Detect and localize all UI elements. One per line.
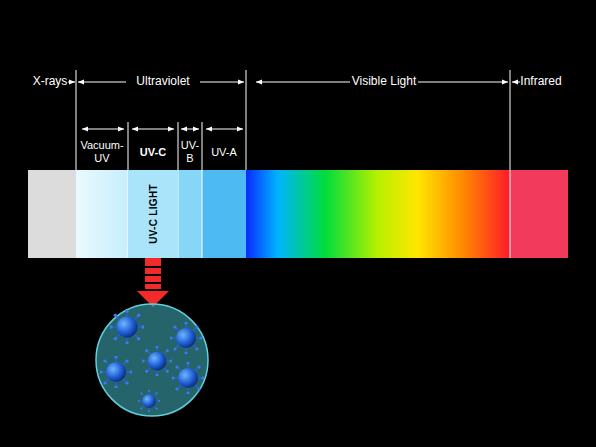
range-label: Ultraviolet — [126, 75, 200, 89]
virus-group — [99, 309, 204, 412]
band-name: Vacuum-UV — [79, 139, 125, 164]
band-name: UV-C — [130, 146, 176, 159]
vacuum-uv-band — [76, 170, 128, 258]
uvc-band: UV-C LIGHT — [128, 170, 178, 258]
range-label: Infrared — [516, 75, 566, 89]
band-name: UV-B — [179, 139, 201, 164]
infrared-band — [510, 170, 568, 258]
virus-circle — [96, 304, 208, 416]
range-label: Visible Light — [349, 75, 419, 89]
band-name: UV-A — [204, 146, 244, 159]
range-label: X-rays — [27, 75, 73, 89]
uva-band — [202, 170, 246, 258]
visible-band — [246, 170, 510, 258]
uvb-band — [178, 170, 202, 258]
divider-lines — [76, 70, 510, 258]
down-arrow — [137, 258, 169, 307]
range-arrows — [68, 82, 520, 129]
xray-band — [28, 170, 76, 258]
band-label: UV-C LIGHT — [148, 184, 159, 244]
